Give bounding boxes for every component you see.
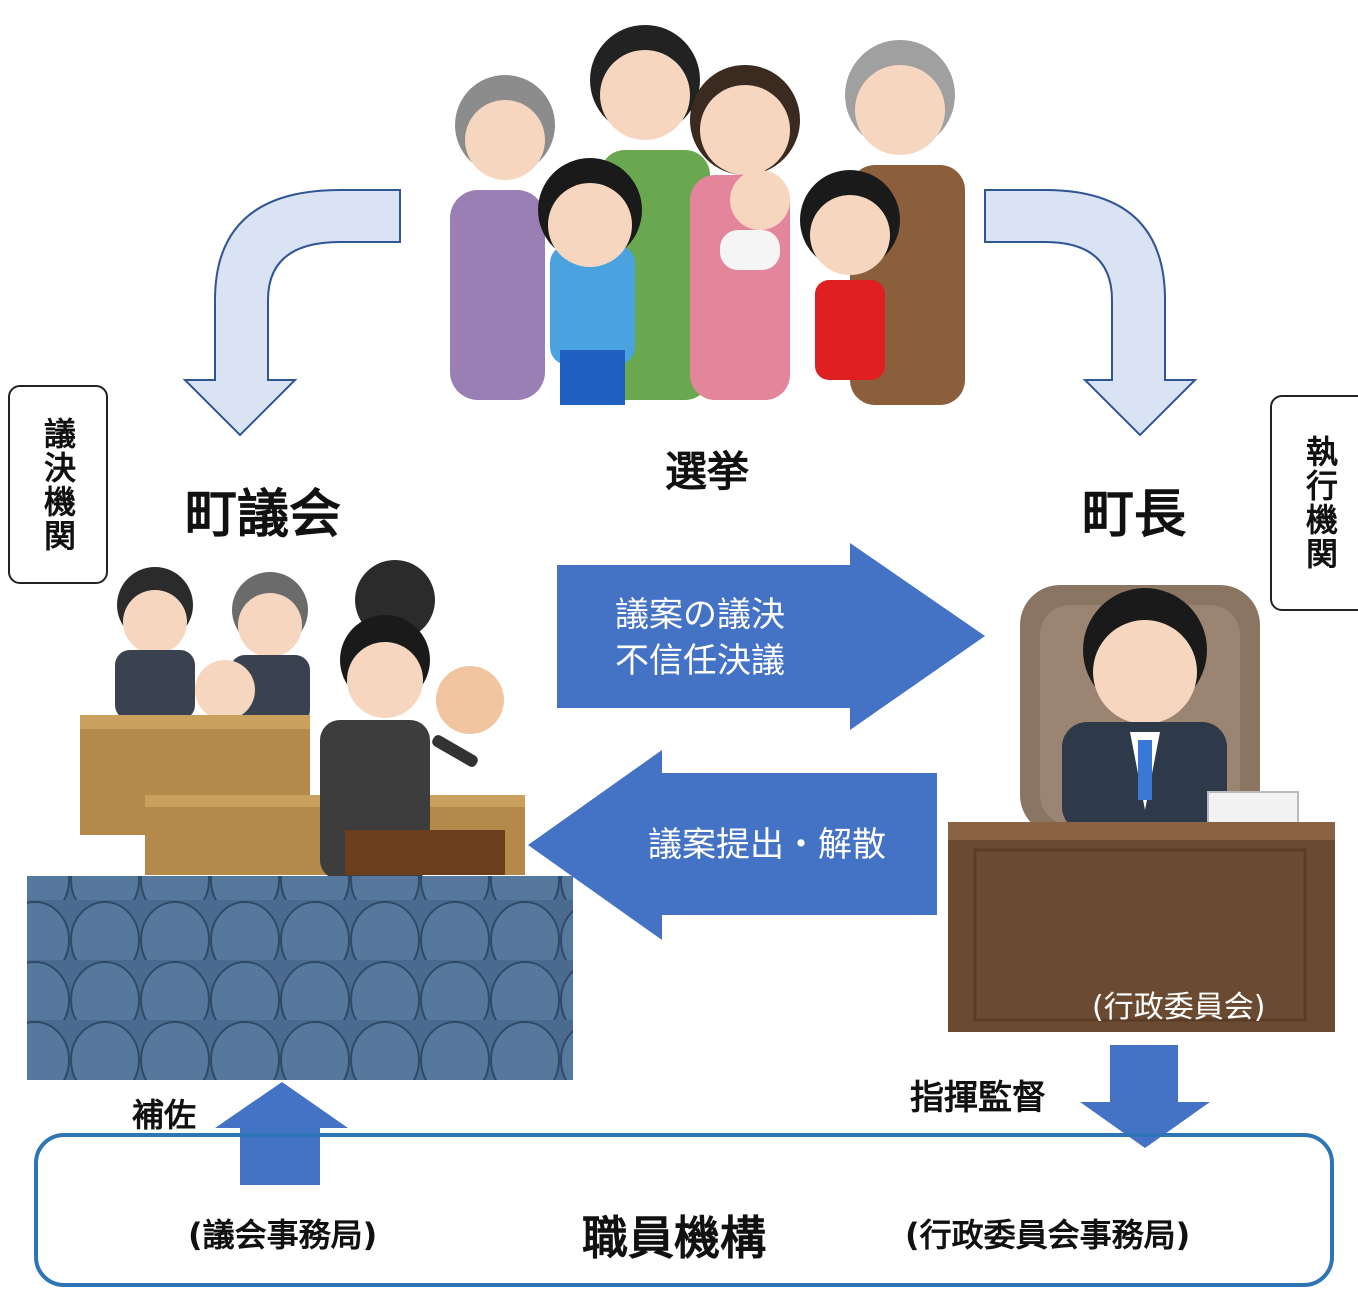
election-arrow-left bbox=[182, 189, 401, 437]
no-confidence-label: 不信任決議 bbox=[615, 640, 785, 681]
mayor-title: 町長 bbox=[1082, 485, 1187, 545]
arrow-to-mayor-text: 議案の議決 不信任決議 bbox=[615, 593, 785, 685]
family-illustration bbox=[450, 25, 965, 405]
arrow-to-council-text: 議案提出・解散 bbox=[648, 825, 886, 865]
council-secretariat-label: (議会事務局) bbox=[188, 1216, 378, 1254]
council-members-illustration bbox=[80, 560, 525, 880]
arrow-supervision bbox=[1080, 1045, 1210, 1148]
proposal-resolution-label: 議案の議決 bbox=[615, 595, 785, 635]
support-label: 補佐 bbox=[132, 1096, 197, 1134]
staff-organization-box bbox=[34, 1133, 1334, 1287]
audience-illustration bbox=[27, 876, 573, 1080]
arrow-to-council bbox=[528, 750, 937, 940]
council-title: 町議会 bbox=[185, 485, 342, 545]
executive-organ-box: 執行機関 bbox=[1270, 395, 1358, 611]
executive-organ-label: 執行機関 bbox=[1301, 435, 1339, 571]
supervision-label: 指揮監督 bbox=[910, 1078, 1046, 1118]
arrow-to-mayor bbox=[557, 543, 985, 730]
election-label: 選挙 bbox=[665, 447, 750, 496]
legislative-organ-box: 議決機関 bbox=[8, 385, 108, 584]
committee-secretariat-label: (行政委員会事務局) bbox=[905, 1216, 1191, 1254]
committee-label: (行政委員会) bbox=[1092, 990, 1266, 1025]
legislative-organ-label: 議決機関 bbox=[39, 416, 77, 553]
mayor-at-desk-illustration bbox=[948, 585, 1335, 1032]
staff-organization-title: 職員機構 bbox=[582, 1211, 766, 1265]
election-arrow-right bbox=[984, 189, 1198, 437]
